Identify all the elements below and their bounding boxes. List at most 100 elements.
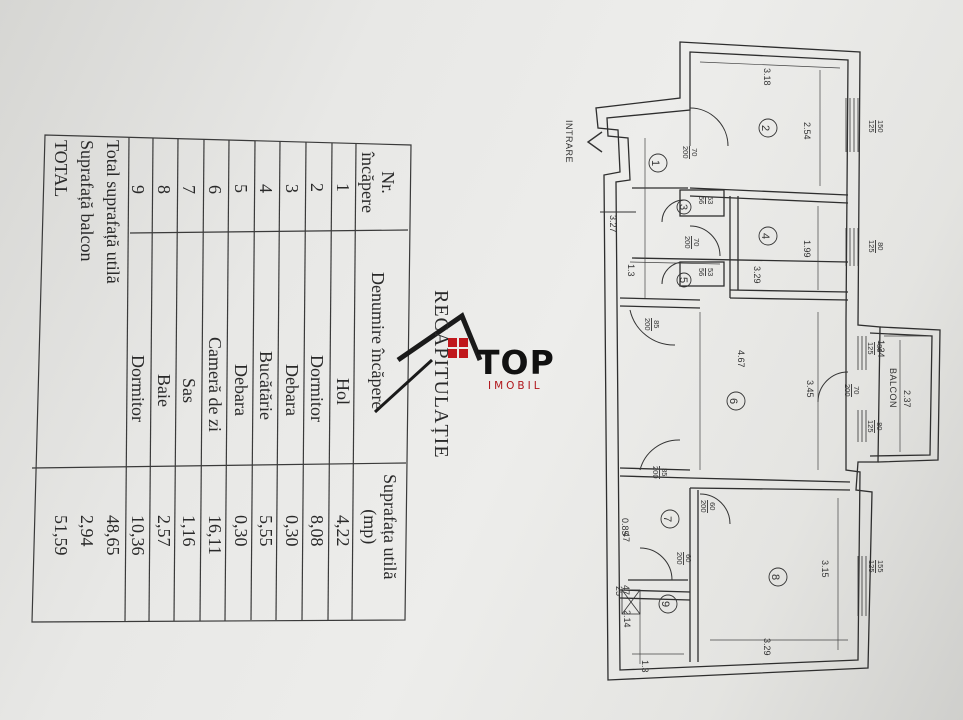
dimension-value: 85 (651, 318, 661, 331)
table-cell-area: 16,11 (205, 515, 225, 555)
dimension-d13b: 1.3 (640, 660, 650, 673)
table-cell-name: Dormitor (307, 355, 328, 423)
table-cell-nr: 4 (256, 183, 277, 193)
dimension-value: 53 (705, 268, 715, 277)
dimension-value: 80 (874, 342, 884, 355)
dimension-value: 60 (707, 500, 717, 513)
table-cell-nr: 1 (333, 183, 353, 192)
table-cell-area: 10,36 (128, 515, 149, 556)
dimension-value: 53 (705, 196, 715, 205)
plan-walls (595, 41, 941, 681)
header-nr: Nr. încăpere (358, 152, 398, 213)
dimension-value: 200 (699, 500, 708, 513)
table-cell-area: 5,55 (256, 515, 277, 547)
table-cell-area: 4,22 (333, 515, 353, 547)
total-label: TOTAL (51, 140, 71, 198)
plan-dimension-lines (629, 61, 930, 664)
table-title: RECAPITULAȚIE (430, 290, 452, 459)
table-cell-area: 0,30 (230, 515, 251, 547)
table-cell-name: Debara (230, 364, 251, 417)
closet-mark (621, 589, 641, 615)
dimension-value: 200 (643, 318, 652, 331)
logo-top-text: TOP (477, 343, 555, 382)
plan-windows (845, 98, 867, 616)
table-cell-nr: 2 (307, 183, 328, 193)
dimension-d25: 25 (614, 586, 624, 597)
dimension-d199: 1.99 (802, 240, 812, 258)
dimension-value: 200 (683, 236, 692, 249)
dimension-value: 155 (875, 560, 885, 573)
dimension-value: 70 (691, 236, 701, 249)
dimension-d13a: 1.3 (626, 264, 636, 277)
dimension-value: 80 (875, 240, 885, 253)
room-number-5: 5 (677, 276, 690, 284)
table-cell-area: 0,30 (281, 515, 302, 547)
table-cell-name: Cameră de zi (205, 336, 225, 432)
room-number-2: 2 (759, 124, 772, 132)
header-nr-line1: Nr. (378, 171, 398, 194)
plan-doors (600, 107, 849, 581)
table-cell-nr: 9 (128, 185, 149, 195)
dimension-value: 125 (867, 240, 876, 253)
table-cell-area: 8,08 (307, 515, 328, 547)
dimension-value: 150 (875, 120, 885, 133)
total-value: 51,59 (51, 515, 71, 556)
dimension-value: 125 (867, 560, 876, 573)
table-cell-nr: 8 (153, 185, 174, 195)
dimension-d237: 2.37 (902, 390, 912, 408)
dimension-value: 200 (675, 552, 684, 565)
table-cell-name: Bucătărie (256, 350, 277, 420)
dimension-value: 70 (689, 146, 699, 159)
dimension-d315: 3.15 (820, 560, 830, 578)
dimension-value: 56 (697, 268, 706, 277)
dimension-d254: 2.54 (802, 122, 812, 140)
header-nr-line2: încăpere (358, 152, 378, 213)
table-cell-name: Sas (179, 378, 200, 404)
dimension-d467: 4.67 (736, 350, 746, 368)
dimension-d329a: 3.29 (752, 266, 762, 284)
room-number-1: 1 (649, 159, 662, 167)
room-number-9: 9 (659, 600, 672, 608)
room-number-7: 7 (661, 515, 674, 523)
dimension-value: 85 (659, 466, 669, 479)
table-cell-nr: 5 (230, 184, 251, 194)
dimension-value: 200 (681, 146, 690, 159)
dimension-d214: 2.14 (622, 610, 632, 628)
recap-table-grid (31, 134, 412, 623)
dimension-value: 125 (867, 120, 876, 133)
header-area-line1: Suprafața utilă (380, 474, 400, 580)
balcony-label: BALCON (888, 368, 898, 409)
total-value: 48,65 (103, 515, 123, 556)
total-label: Total suprafață utilă (103, 140, 123, 284)
table-cell-nr: 3 (281, 183, 302, 193)
dimension-value: 125 (866, 420, 875, 433)
total-label: Suprafață balcon (77, 140, 97, 262)
dimension-d345: 3.45 (805, 380, 815, 398)
entrance-arrow-icon (586, 131, 603, 153)
dimension-value: 80 (874, 420, 884, 433)
logo-imobil-text: IMOBIL (488, 380, 543, 392)
dimension-value: 200 (843, 384, 852, 397)
dimension-value: 125 (866, 342, 875, 355)
table-cell-name: Debara (281, 364, 302, 417)
room-circles (648, 118, 788, 614)
table-cell-nr: 6 (205, 184, 225, 194)
dimension-value: 70 (851, 384, 861, 397)
table-cell-name: Dormitor (128, 355, 149, 423)
total-value: 2,94 (77, 515, 97, 547)
